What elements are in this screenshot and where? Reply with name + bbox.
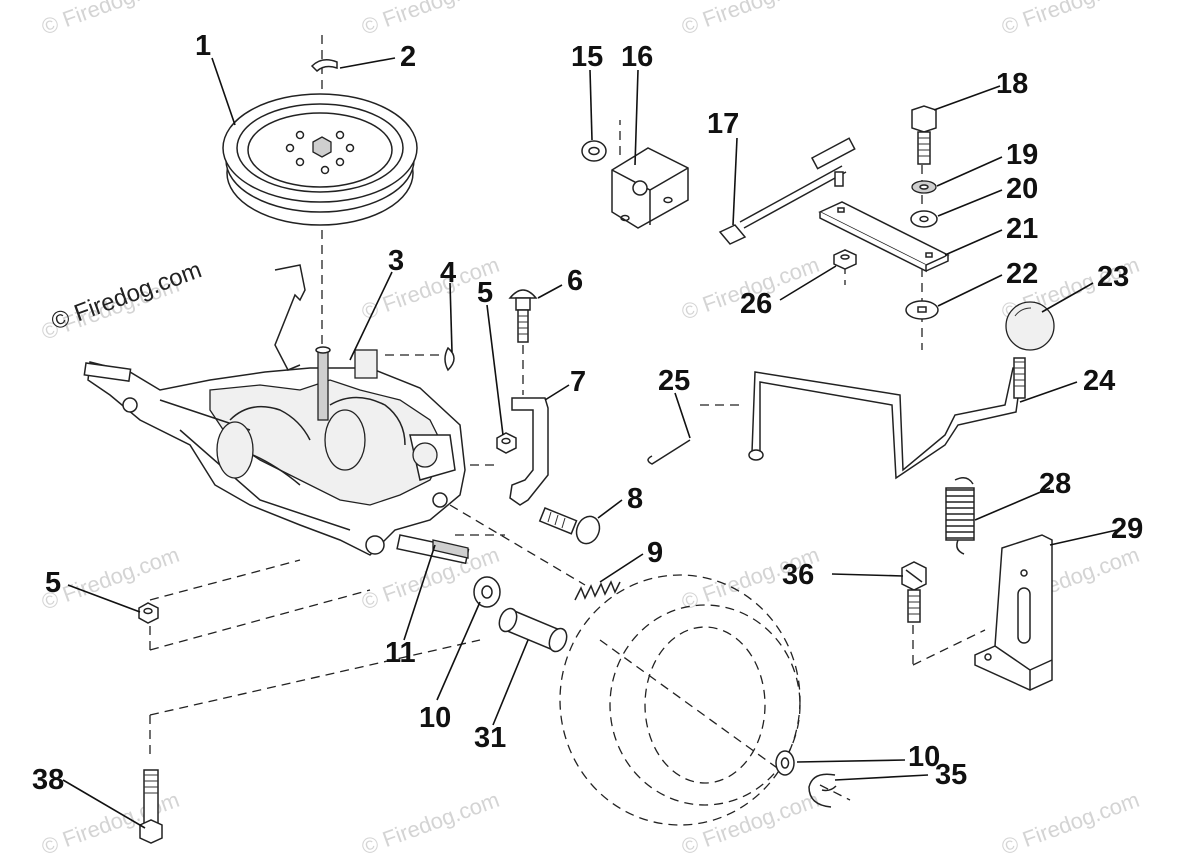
pulley-1 xyxy=(222,93,418,226)
cotter-pin-25 xyxy=(647,439,691,465)
part-label-22: 22 xyxy=(1006,258,1038,290)
part-label-29: 29 xyxy=(1111,513,1143,545)
spacer-31 xyxy=(498,607,568,653)
part-label-5-lower: 5 xyxy=(45,567,61,599)
link-plate-21 xyxy=(818,201,950,273)
bracket-16 xyxy=(611,147,689,229)
clip-2 xyxy=(310,59,338,73)
washer-10 xyxy=(473,576,501,608)
part-label-23: 23 xyxy=(1097,261,1129,293)
part-label-3: 3 xyxy=(388,245,404,277)
shift-lever-24 xyxy=(748,357,1026,480)
part-label-21: 21 xyxy=(1006,213,1038,245)
watermark: © Firedog.com xyxy=(358,787,502,860)
knob-23 xyxy=(1005,301,1055,351)
washer-19 xyxy=(911,180,937,194)
part-label-2: 2 xyxy=(400,41,416,73)
part-label-4: 4 xyxy=(440,257,456,289)
watermark: © Firedog.com xyxy=(998,0,1142,40)
part-label-31: 31 xyxy=(474,722,506,754)
leader-lines xyxy=(62,57,1118,829)
part-label-35: 35 xyxy=(935,759,967,791)
part-label-25: 25 xyxy=(658,365,690,397)
part-label-26: 26 xyxy=(740,288,772,320)
washer-15 xyxy=(581,140,607,162)
watermark: © Firedog.com xyxy=(358,0,502,40)
bracket-7 xyxy=(509,397,549,506)
part-label-9: 9 xyxy=(647,537,663,569)
spring-9 xyxy=(574,580,621,601)
watermark: © Firedog.com xyxy=(998,787,1142,860)
part-label-24: 24 xyxy=(1083,365,1115,397)
key-11 xyxy=(432,539,469,559)
part-label-10: 10 xyxy=(419,702,451,734)
key-4 xyxy=(444,346,455,372)
bolt-38 xyxy=(139,769,163,844)
clip-35 xyxy=(808,773,837,808)
watermark: © Firedog.com xyxy=(678,0,822,40)
tire-outline xyxy=(559,574,801,826)
screw-36 xyxy=(901,561,927,623)
part-label-6: 6 xyxy=(567,265,583,297)
part-labels: 1 2 3 4 5 6 7 8 9 10 11 15 16 17 18 19 2… xyxy=(32,30,1143,796)
spring-28 xyxy=(945,477,975,555)
washer-10-lower xyxy=(775,750,795,776)
part-label-11: 11 xyxy=(385,637,416,669)
part-label-8: 8 xyxy=(627,483,643,515)
bolt-8 xyxy=(538,507,601,545)
rod-17 xyxy=(718,137,856,245)
part-label-19: 19 xyxy=(1006,139,1038,171)
part-label-7: 7 xyxy=(570,366,586,398)
copyright-notice: © Firedog.com xyxy=(48,256,205,335)
part-label-18: 18 xyxy=(996,68,1028,100)
carriage-bolt-6 xyxy=(508,289,538,343)
watermark: © Firedog.com xyxy=(38,787,182,860)
part-label-38: 38 xyxy=(32,764,64,796)
part-label-1: 1 xyxy=(195,30,211,62)
part-label-36: 36 xyxy=(782,559,814,591)
part-label-16: 16 xyxy=(621,41,653,73)
nut-26 xyxy=(833,249,857,270)
part-label-5: 5 xyxy=(477,277,493,309)
washer-20 xyxy=(910,210,938,228)
part-label-28: 28 xyxy=(1039,468,1071,500)
washer-22 xyxy=(905,300,939,320)
bolt-18 xyxy=(911,105,937,165)
part-label-10-lower: 10 xyxy=(908,741,940,773)
part-label-17: 17 xyxy=(707,108,739,140)
nut-5-lower xyxy=(138,602,159,624)
watermark: © Firedog.com xyxy=(38,0,182,40)
nut-5 xyxy=(496,432,517,454)
part-label-15: 15 xyxy=(571,41,603,73)
bracket-29 xyxy=(974,534,1053,691)
part-label-20: 20 xyxy=(1006,173,1038,205)
